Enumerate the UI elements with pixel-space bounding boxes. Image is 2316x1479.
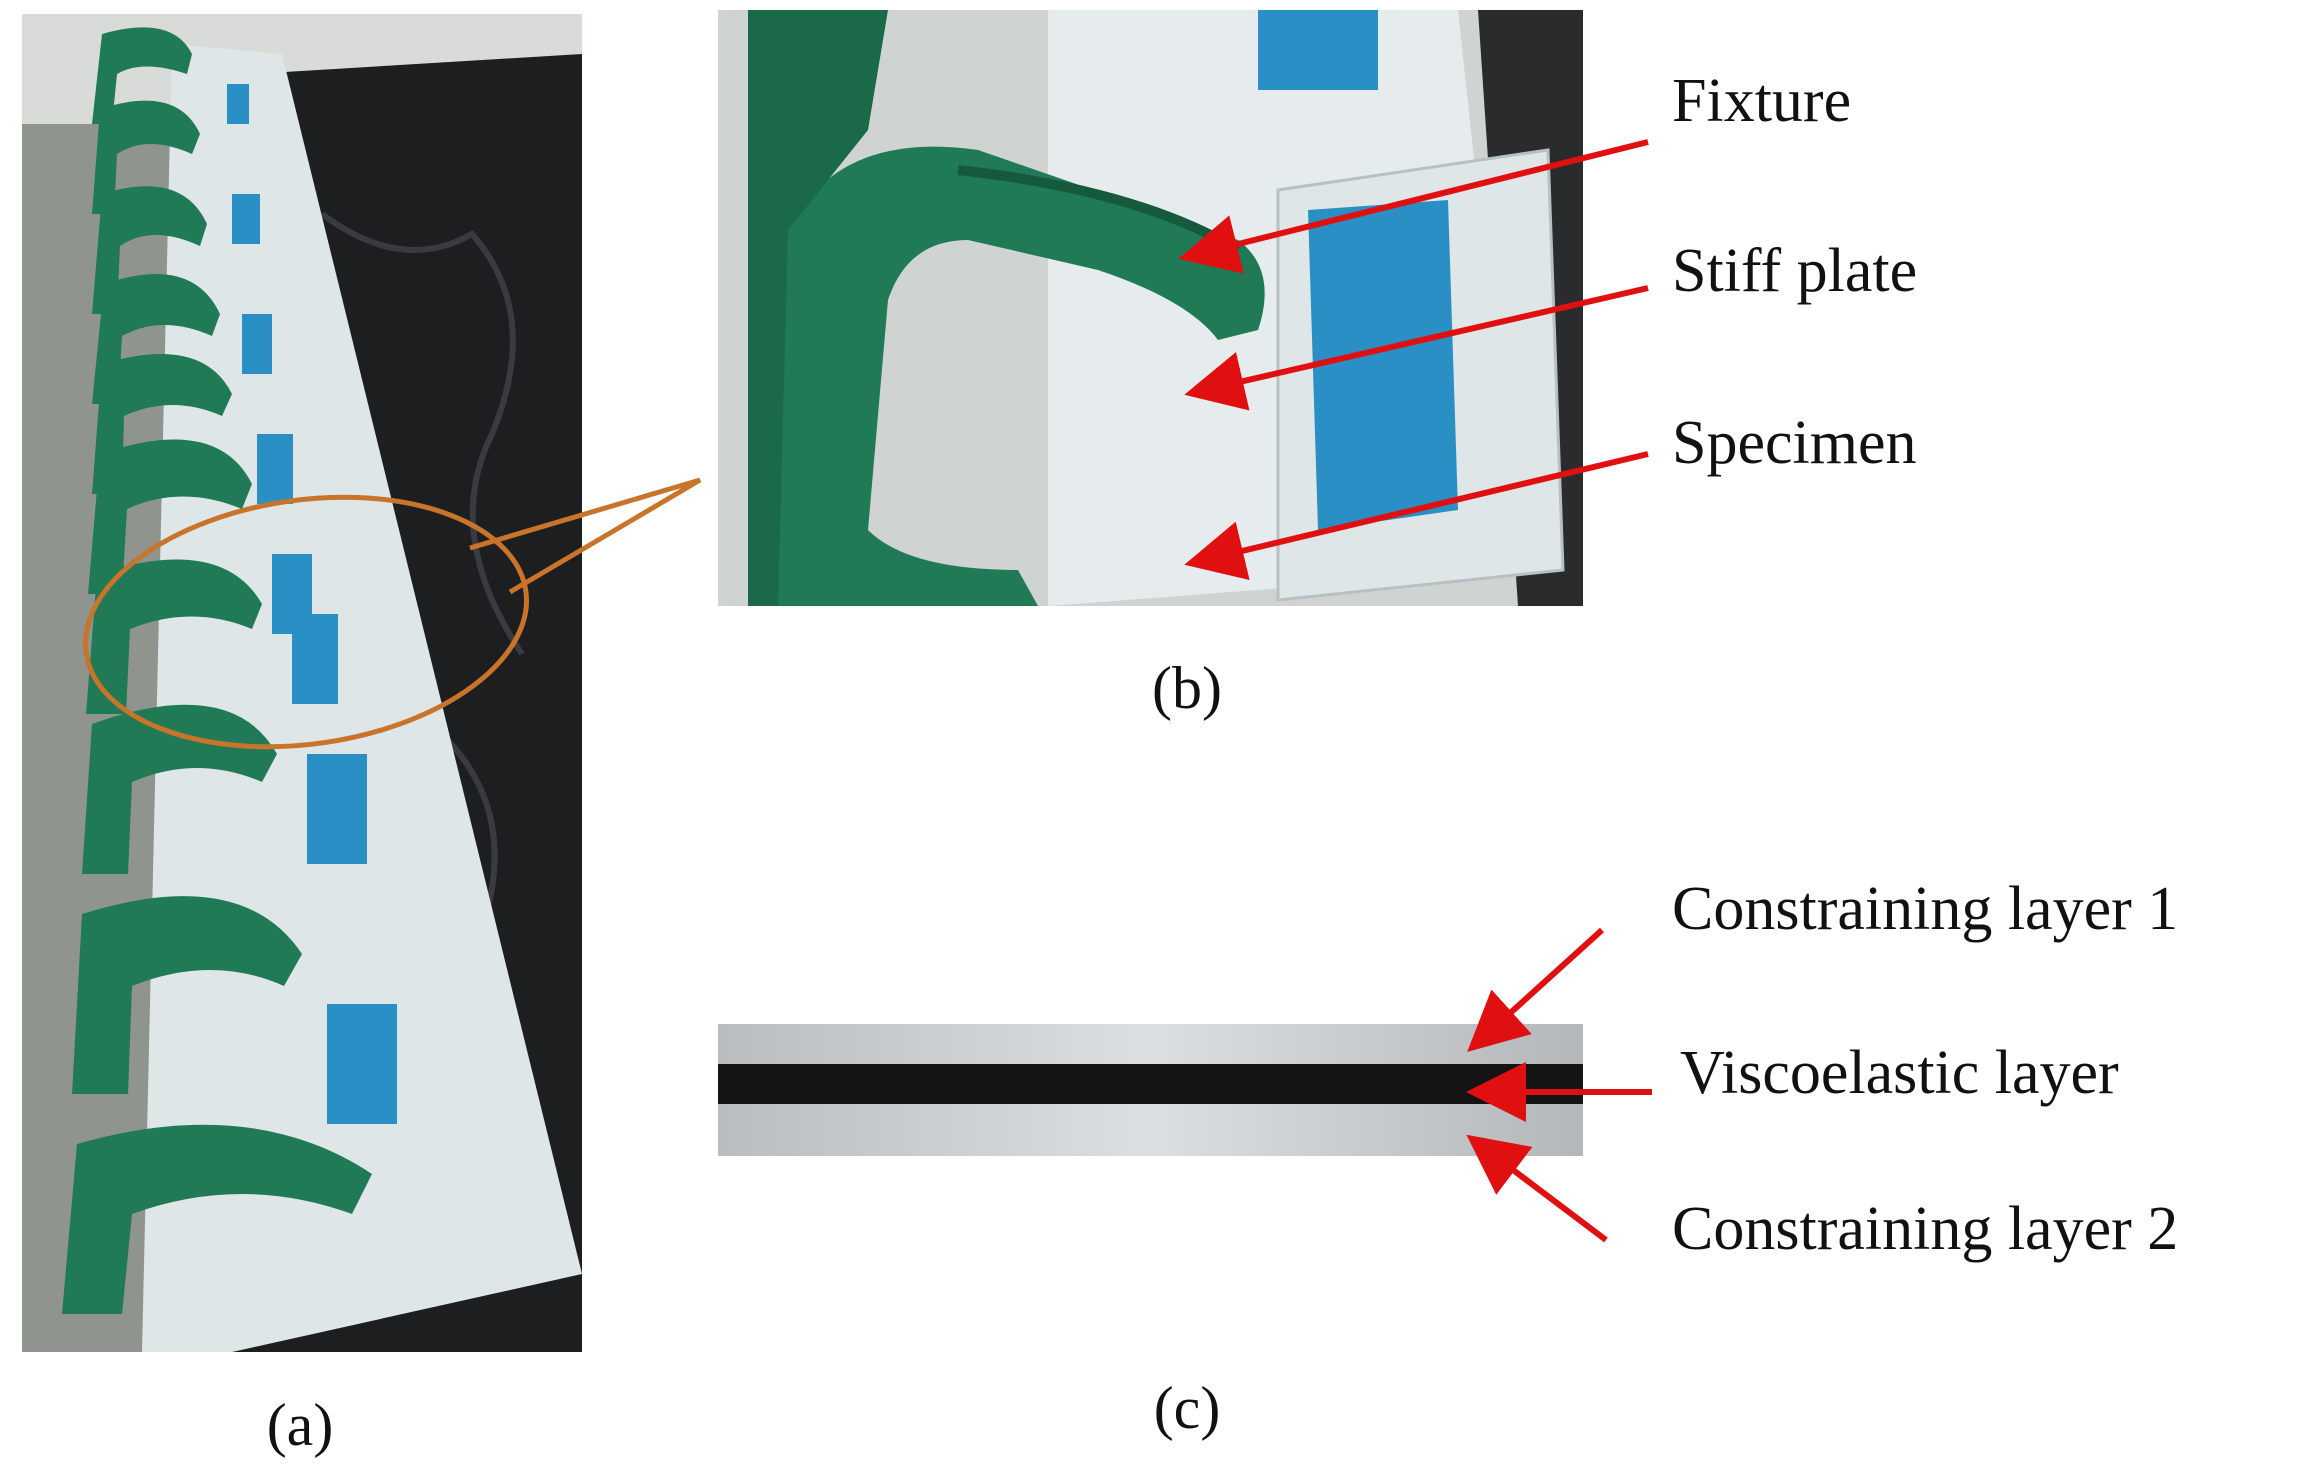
specimen-cross-section-photo bbox=[718, 1024, 1583, 1156]
fixture-label: Fixture bbox=[1672, 67, 1852, 135]
photo-panel-b bbox=[718, 10, 1583, 606]
photo-panel-a bbox=[22, 14, 582, 1352]
constraining-layer-2-label: Constraining layer 2 bbox=[1672, 1195, 2179, 1263]
stiff-plate-label: Stiff plate bbox=[1672, 237, 1918, 305]
caption-b: (b) bbox=[1152, 655, 1222, 721]
clamp-row-photo bbox=[22, 14, 582, 1352]
caption-c: (c) bbox=[1153, 1375, 1221, 1441]
specimen-label: Specimen bbox=[1672, 409, 1917, 477]
photo-panel-c bbox=[718, 1024, 1583, 1156]
viscoelastic-layer-label: Viscoelastic layer bbox=[1680, 1039, 2119, 1107]
caption-a: (a) bbox=[266, 1392, 334, 1458]
constraining-layer-1-label: Constraining layer 1 bbox=[1672, 875, 2179, 943]
constraining-layer-2-arrow bbox=[1466, 1134, 1608, 1243]
fixture-closeup-photo bbox=[718, 10, 1583, 606]
